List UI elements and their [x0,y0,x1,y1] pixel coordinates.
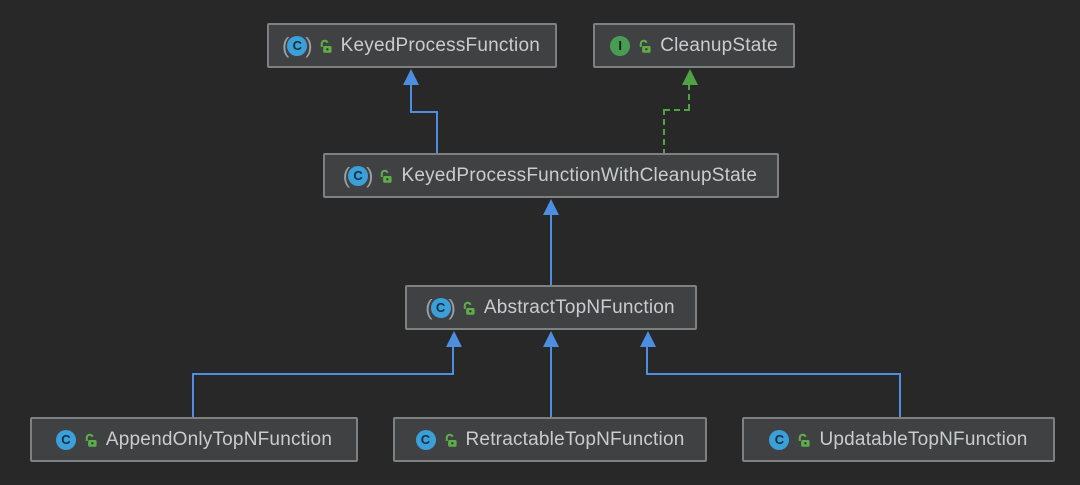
diagram-node-cleanupstate[interactable]: I CleanupState [593,23,795,68]
diagram-node-retractabletopnfunction[interactable]: C RetractableTopNFunction [393,417,707,462]
class-name-label: KeyedProcessFunction [340,34,541,56]
open-padlock-icon [320,39,332,53]
public-lock-icon [637,38,652,54]
open-padlock-icon [639,39,651,53]
node-icons: C [415,429,458,450]
arrowhead-icon [543,331,559,347]
diagram-node-appendonlytopnfunction[interactable]: C AppendOnlyTopNFunction [30,417,358,462]
node-icons: ( C ) [425,294,476,320]
edge-segment [664,109,690,111]
abstract-paren-right: ) [305,32,313,58]
abstract-paren-right: ) [366,162,374,188]
class-name-label: UpdatableTopNFunction [819,428,1028,450]
class-name-label: AbstractTopNFunction [483,296,675,318]
edge-segment [550,346,552,417]
edge-segment [663,109,665,153]
diagram-node-updatabletopnfunction[interactable]: C UpdatableTopNFunction [742,417,1055,462]
public-lock-icon [318,38,333,54]
open-padlock-icon [445,433,457,447]
class-icon: C [769,429,790,450]
public-lock-icon [83,432,98,448]
diagram-node-keyedprocessfunctionwithcleanupstate[interactable]: ( C ) KeyedProcessFunctionWithCleanupSta… [323,153,779,198]
arrowhead-icon [543,199,559,215]
public-lock-icon [461,300,476,316]
class-icon-wrap: C [769,429,790,450]
edge-segment [410,84,412,113]
edge-segment [193,373,454,375]
edge-segment [646,346,648,375]
edge-segment [192,373,194,417]
edge-segment [899,373,901,417]
class-icon: C [348,165,369,186]
node-icons: C [55,429,98,450]
open-padlock-icon [85,433,97,447]
arrowhead-icon [682,69,698,85]
node-icons: I [610,35,652,56]
edge-segment [436,111,438,153]
class-icon: C [430,297,451,318]
abstract-class-icon: ( C ) [342,162,374,188]
edge-segment [688,84,690,111]
public-lock-icon [443,432,458,448]
open-padlock-icon [463,301,475,315]
class-icon: C [415,429,436,450]
interface-letter-icon: I [610,35,631,56]
interface-icon: I [610,35,631,56]
class-name-label: RetractableTopNFunction [465,428,685,450]
class-name-label: CleanupState [660,34,778,56]
arrowhead-icon [446,331,462,347]
node-icons: ( C ) [281,32,333,58]
class-icon-wrap: C [55,429,76,450]
edge-segment [550,214,552,285]
diagram-node-keyedprocessfunction[interactable]: ( C ) KeyedProcessFunction [267,23,557,68]
class-icon-wrap: C [415,429,436,450]
class-icon: C [287,35,308,56]
edge-segment [452,346,454,375]
open-padlock-icon [799,433,811,447]
class-icon: C [55,429,76,450]
abstract-paren-right: ) [448,294,456,320]
public-lock-icon [796,432,811,448]
abstract-paren-left: ( [281,32,290,58]
abstract-class-icon: ( C ) [281,32,313,58]
abstract-class-icon: ( C ) [425,294,456,320]
open-padlock-icon [381,169,393,183]
node-icons: ( C ) [342,162,394,188]
abstract-paren-left: ( [342,162,351,188]
node-icons: C [769,429,811,450]
edge-segment [647,373,901,375]
class-name-label: KeyedProcessFunctionWithCleanupState [401,164,758,186]
edge-segment [410,111,438,113]
class-name-label: AppendOnlyTopNFunction [105,428,333,450]
abstract-paren-left: ( [425,294,433,320]
diagram-node-abstracttopnfunction[interactable]: ( C ) AbstractTopNFunction [405,285,697,330]
public-lock-icon [378,168,393,184]
arrowhead-icon [403,69,419,85]
arrowhead-icon [640,331,656,347]
